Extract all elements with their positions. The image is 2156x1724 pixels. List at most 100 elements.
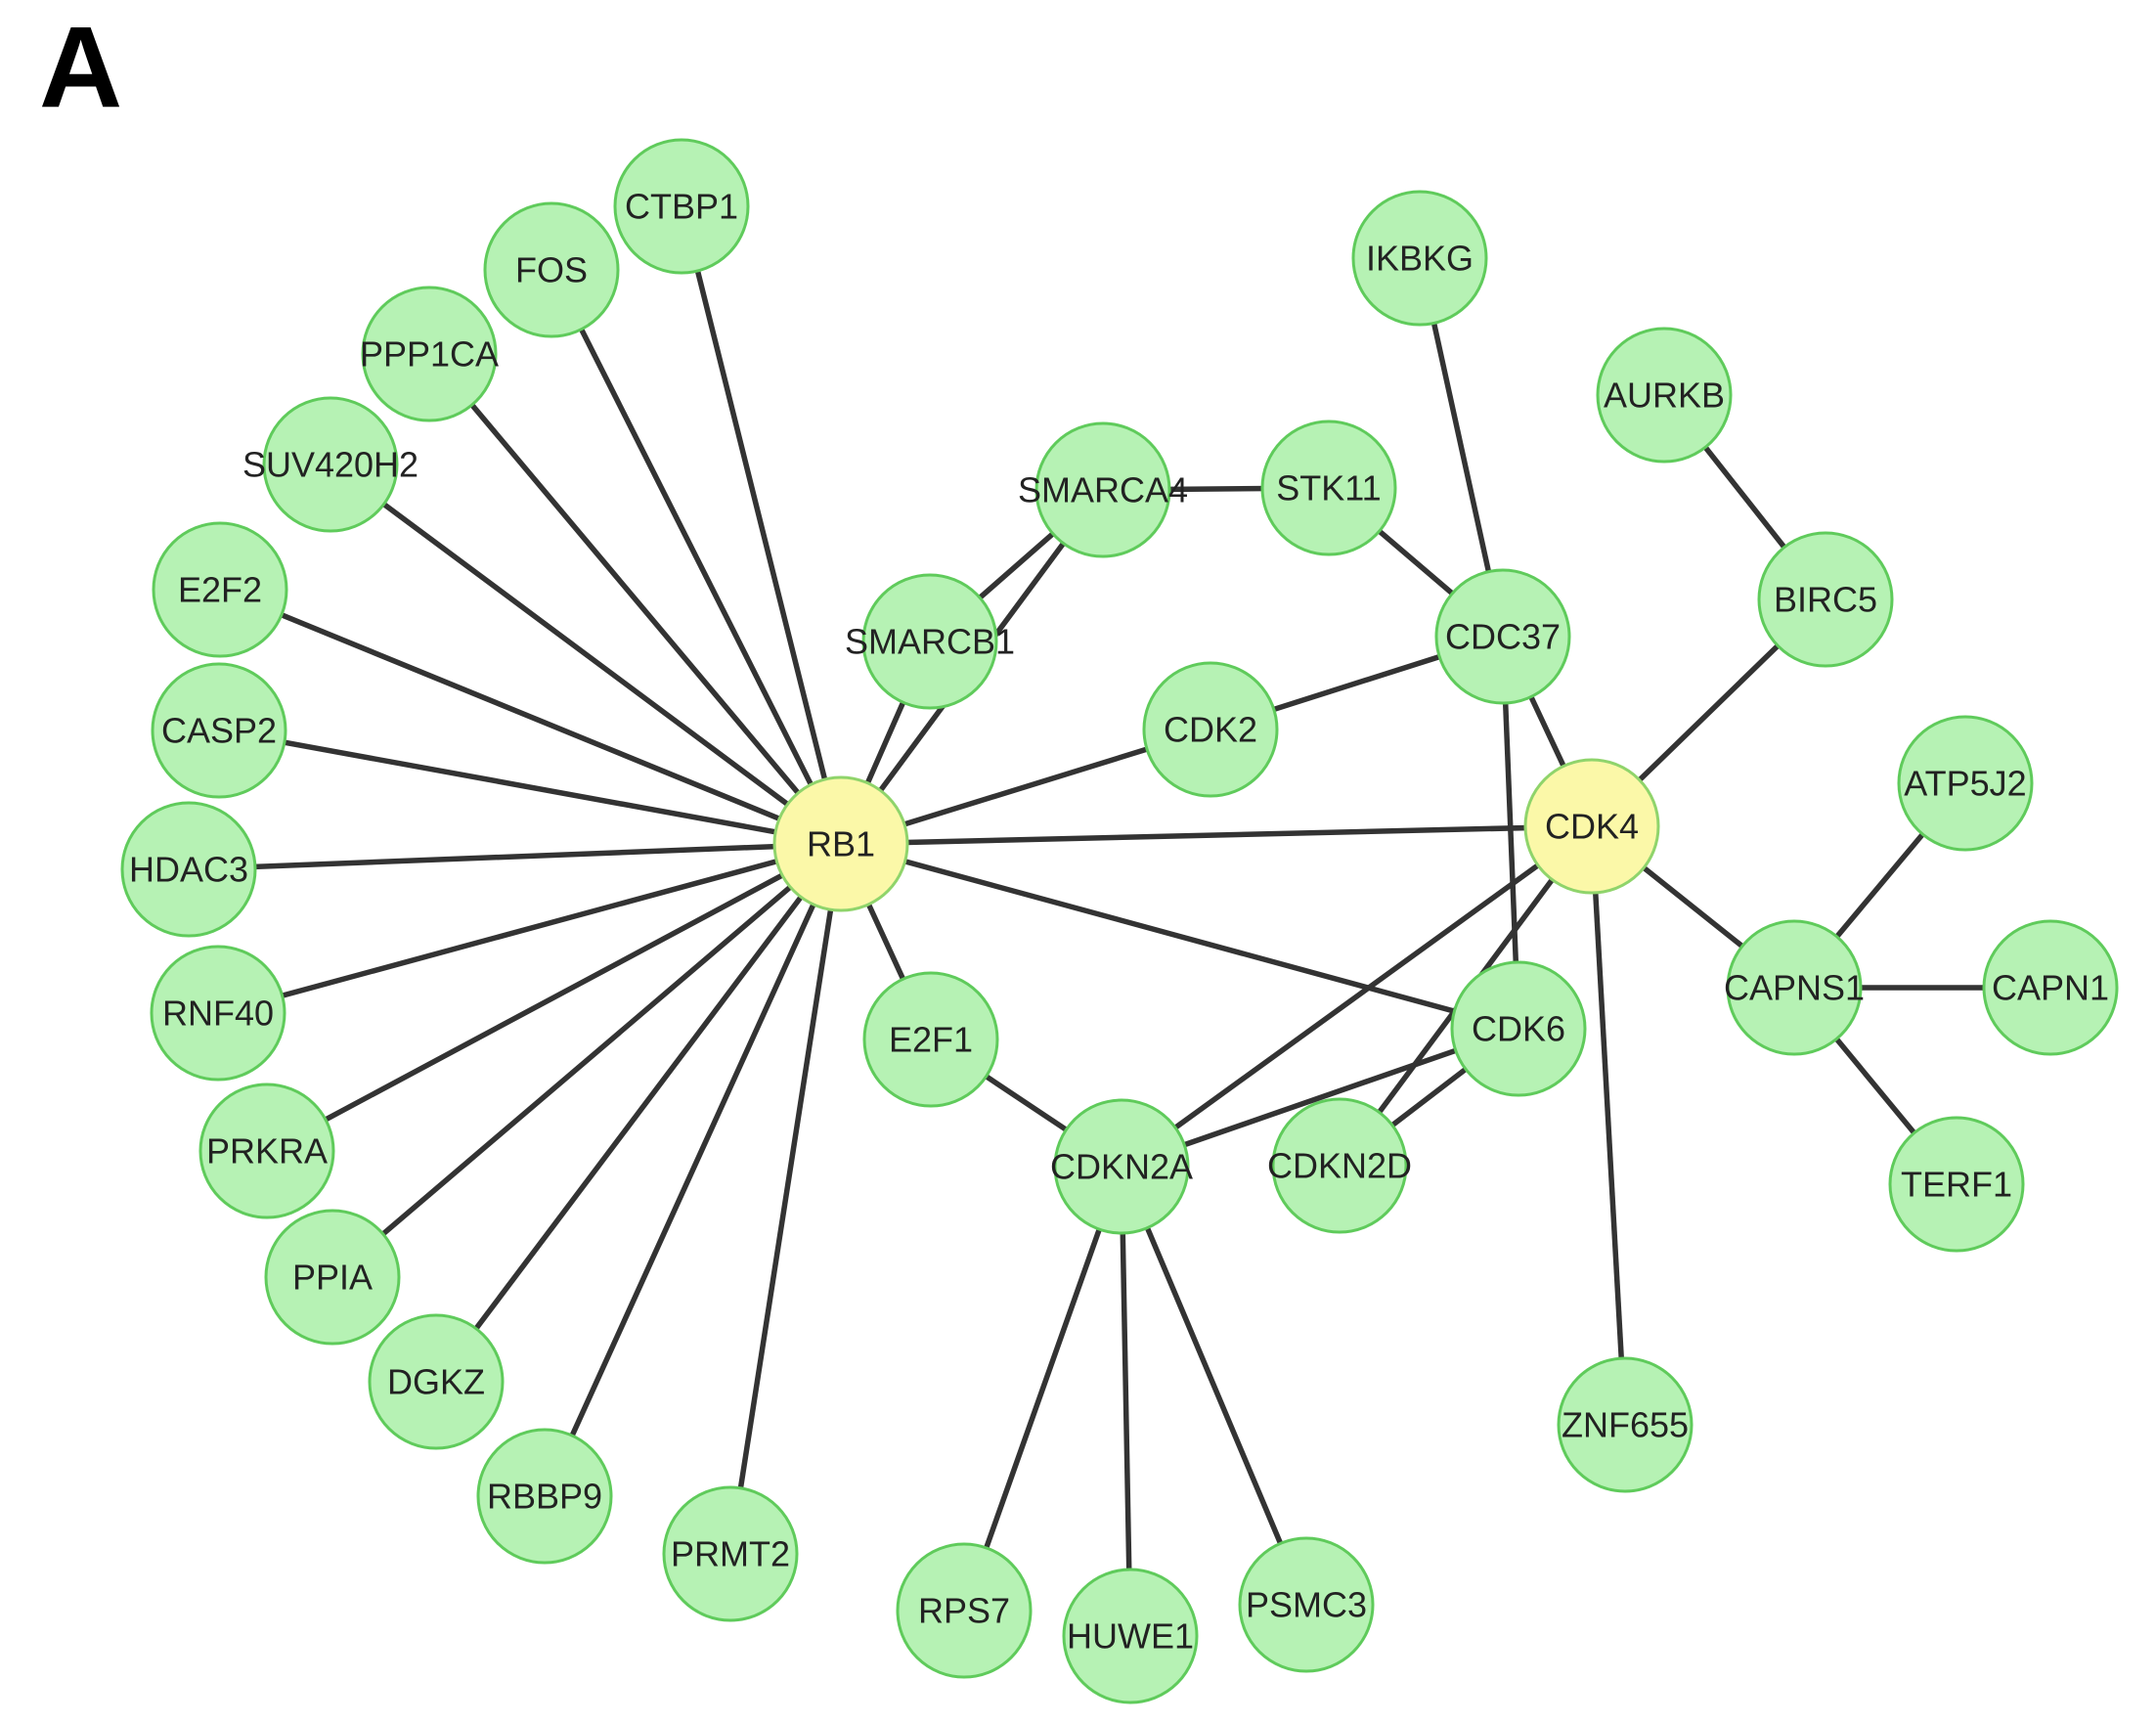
edge-cdkn2a-psmc3 bbox=[1119, 1165, 1309, 1607]
node-cdkn2a[interactable]: CDKN2A bbox=[1050, 1098, 1193, 1235]
edge-rb1-rnf40 bbox=[217, 841, 842, 1016]
edge-rb1-prmt2 bbox=[727, 843, 844, 1555]
node-circle bbox=[1523, 758, 1660, 895]
node-label: RNF40 bbox=[162, 994, 274, 1034]
node-circle bbox=[613, 138, 750, 275]
edge-rb1-rbbp9 bbox=[542, 842, 844, 1498]
node-dgkz[interactable]: DGKZ bbox=[368, 1313, 505, 1450]
node-label: CDK2 bbox=[1164, 710, 1257, 750]
node-label: ZNF655 bbox=[1562, 1405, 1689, 1445]
node-circle bbox=[361, 286, 498, 422]
node-circle bbox=[862, 971, 999, 1108]
node-label: PPP1CA bbox=[360, 334, 499, 375]
node-circle bbox=[896, 1542, 1033, 1679]
edge-rb1-prkra bbox=[265, 841, 843, 1154]
edge-cdkn2a-rps7 bbox=[961, 1166, 1124, 1612]
node-prkra[interactable]: PRKRA bbox=[198, 1083, 335, 1219]
node-smarca4[interactable]: SMARCA4 bbox=[1018, 421, 1188, 558]
node-rps7[interactable]: RPS7 bbox=[896, 1542, 1033, 1679]
node-circle bbox=[198, 1083, 335, 1219]
edge-rb1-ppp1ca bbox=[426, 352, 844, 846]
node-suv420h2[interactable]: SUV420H2 bbox=[242, 396, 418, 533]
node-ikbkg[interactable]: IKBKG bbox=[1351, 190, 1488, 327]
node-circle bbox=[476, 1428, 613, 1565]
node-label: BIRC5 bbox=[1774, 580, 1877, 620]
node-cdkn2d[interactable]: CDKN2D bbox=[1267, 1097, 1412, 1234]
node-circle bbox=[1450, 960, 1587, 1097]
edge-rb1-fos bbox=[549, 268, 844, 846]
node-circle bbox=[368, 1313, 505, 1450]
node-cdk2[interactable]: CDK2 bbox=[1142, 661, 1279, 798]
node-label: CDK4 bbox=[1545, 807, 1639, 847]
node-circle bbox=[1434, 568, 1571, 705]
node-label: CTBP1 bbox=[625, 187, 738, 227]
node-circle bbox=[264, 1209, 401, 1346]
node-circle bbox=[1757, 531, 1894, 668]
node-label: HDAC3 bbox=[129, 850, 248, 890]
node-circle bbox=[120, 801, 257, 938]
node-rbbp9[interactable]: RBBP9 bbox=[476, 1428, 613, 1565]
edge-rb1-cdk6 bbox=[840, 841, 1519, 1032]
node-rnf40[interactable]: RNF40 bbox=[150, 945, 286, 1082]
node-circle bbox=[1062, 1568, 1199, 1704]
node-ppia[interactable]: PPIA bbox=[264, 1209, 401, 1346]
node-label: ATP5J2 bbox=[1904, 764, 2026, 804]
edge-cdk6-cdkn2a bbox=[1121, 1026, 1519, 1170]
node-smarcb1[interactable]: SMARCB1 bbox=[845, 573, 1015, 710]
node-cdc37[interactable]: CDC37 bbox=[1434, 568, 1571, 705]
node-e2f2[interactable]: E2F2 bbox=[152, 521, 288, 658]
node-label: CDKN2A bbox=[1050, 1147, 1193, 1187]
node-label: PPIA bbox=[292, 1258, 373, 1298]
node-circle bbox=[1557, 1356, 1694, 1493]
node-fos[interactable]: FOS bbox=[483, 201, 620, 338]
node-ppp1ca[interactable]: PPP1CA bbox=[360, 286, 499, 422]
node-label: SMARCB1 bbox=[845, 622, 1015, 662]
node-circle bbox=[1888, 1116, 2025, 1253]
node-label: PSMC3 bbox=[1246, 1585, 1367, 1625]
node-label: E2F1 bbox=[889, 1020, 973, 1060]
node-e2f1[interactable]: E2F1 bbox=[862, 971, 999, 1108]
node-label: IKBKG bbox=[1366, 239, 1474, 279]
node-psmc3[interactable]: PSMC3 bbox=[1238, 1536, 1375, 1673]
node-cdk4[interactable]: CDK4 bbox=[1523, 758, 1660, 895]
node-ctbp1[interactable]: CTBP1 bbox=[613, 138, 750, 275]
edge-rb1-cdk4 bbox=[840, 823, 1593, 847]
node-capns1[interactable]: CAPNS1 bbox=[1724, 919, 1865, 1056]
node-hdac3[interactable]: HDAC3 bbox=[120, 801, 257, 938]
node-atp5j2[interactable]: ATP5J2 bbox=[1897, 715, 2034, 852]
node-label: CAPN1 bbox=[1992, 968, 2109, 1008]
node-stk11[interactable]: STK11 bbox=[1260, 420, 1397, 556]
node-label: DGKZ bbox=[387, 1362, 485, 1402]
node-rb1[interactable]: RB1 bbox=[772, 775, 909, 912]
node-label: RPS7 bbox=[918, 1591, 1010, 1631]
node-circle bbox=[1271, 1097, 1408, 1234]
node-circle bbox=[1260, 420, 1397, 556]
node-circle bbox=[1897, 715, 2034, 852]
node-huwe1[interactable]: HUWE1 bbox=[1062, 1568, 1199, 1704]
node-aurkb[interactable]: AURKB bbox=[1596, 327, 1733, 464]
edge-rb1-suv420h2 bbox=[329, 462, 843, 847]
node-circle bbox=[772, 775, 909, 912]
node-znf655[interactable]: ZNF655 bbox=[1557, 1356, 1694, 1493]
node-circle bbox=[151, 662, 287, 799]
node-circle bbox=[861, 573, 998, 710]
node-cdk6[interactable]: CDK6 bbox=[1450, 960, 1587, 1097]
node-circle bbox=[1238, 1536, 1375, 1673]
node-circle bbox=[483, 201, 620, 338]
node-birc5[interactable]: BIRC5 bbox=[1757, 531, 1894, 668]
edge-rb1-hdac3 bbox=[188, 841, 842, 872]
edge-cdkn2a-huwe1 bbox=[1119, 1166, 1133, 1637]
node-label: RB1 bbox=[807, 824, 875, 864]
node-terf1[interactable]: TERF1 bbox=[1888, 1116, 2025, 1253]
node-circle bbox=[1596, 327, 1733, 464]
node-label: SUV420H2 bbox=[242, 445, 418, 485]
node-casp2[interactable]: CASP2 bbox=[151, 662, 287, 799]
node-prmt2[interactable]: PRMT2 bbox=[662, 1485, 799, 1622]
node-label: CASP2 bbox=[161, 711, 277, 751]
node-label: PRKRA bbox=[206, 1131, 328, 1171]
node-capn1[interactable]: CAPN1 bbox=[1982, 919, 2119, 1056]
node-circle bbox=[1142, 661, 1279, 798]
node-label: CDKN2D bbox=[1267, 1146, 1412, 1186]
